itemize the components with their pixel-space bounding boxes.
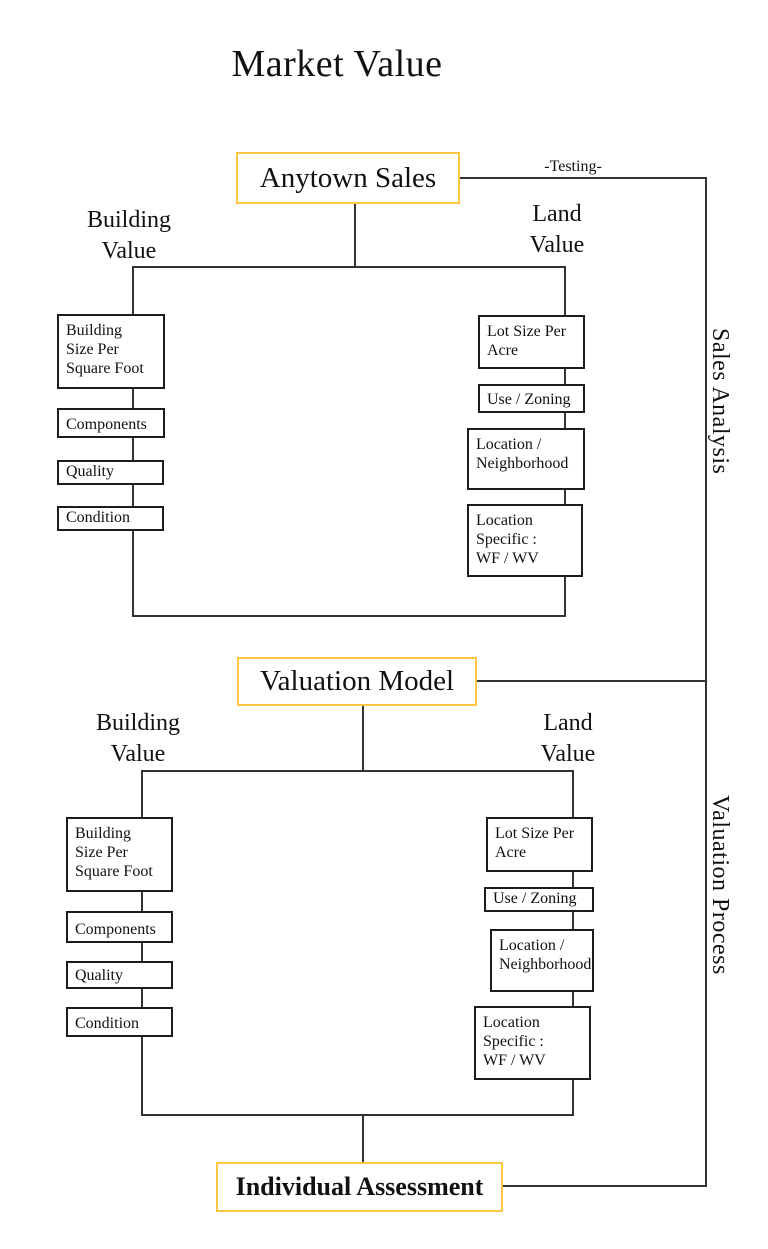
line-anytown-to-right	[457, 177, 707, 179]
line-sec2-right-conn1	[572, 871, 574, 888]
line-sec1-center-vertical	[354, 202, 356, 268]
line-assessment-to-right	[499, 1185, 707, 1187]
sec1-location-specific-box: Location Specific : WF / WV	[467, 504, 583, 577]
individual-assessment-node: Individual Assessment	[216, 1162, 503, 1212]
line-sec1-right-conn1	[564, 368, 566, 386]
page-title: Market Value	[231, 43, 443, 85]
sales-analysis-label: Sales Analysis	[707, 328, 733, 475]
line-sec1-left-conn2	[132, 437, 134, 462]
line-sec1-right-drop	[564, 266, 566, 317]
sec2-building-size-box: Building Size Per Square Foot	[66, 817, 173, 892]
sec2-components-box: Components	[66, 911, 173, 943]
sec2-location-neighborhood-box: Location / Neighborhood	[490, 929, 594, 992]
line-sec2-branch	[141, 770, 574, 772]
line-sec1-right-conn2	[564, 412, 566, 429]
testing-label: -Testing-	[544, 158, 602, 175]
sec2-land-value-label: Land Value	[540, 710, 596, 768]
sec2-quality-box: Quality	[66, 961, 173, 989]
sec2-lot-size-box: Lot Size Per Acre	[486, 817, 593, 872]
sec1-condition-box: Condition	[57, 506, 164, 531]
sec1-building-value-label: Building Value	[86, 207, 171, 265]
line-sec1-right-conn3	[564, 489, 566, 506]
sec2-location-specific-box: Location Specific : WF / WV	[474, 1006, 591, 1080]
sec1-land-value-label: Land Value	[529, 201, 585, 259]
anytown-sales-node: Anytown Sales	[236, 152, 460, 204]
sec1-use-zoning-box: Use / Zoning	[478, 384, 585, 413]
line-valuation-to-right	[473, 680, 705, 682]
line-sec1-right-lower	[564, 576, 566, 617]
line-right-vertical	[705, 177, 707, 1187]
sec2-condition-box: Condition	[66, 1007, 173, 1037]
line-sec2-left-lower	[141, 1036, 143, 1115]
line-sec2-left-conn1	[141, 891, 143, 912]
valuation-model-node: Valuation Model	[237, 657, 477, 706]
sec1-components-box: Components	[57, 408, 165, 438]
line-sec2-right-lower	[572, 1079, 574, 1115]
line-sec2-left-conn3	[141, 988, 143, 1008]
line-sec2-left-conn2	[141, 942, 143, 962]
line-sec2-right-conn3	[572, 991, 574, 1007]
line-sec2-right-drop	[572, 770, 574, 818]
line-sec2-bottom	[141, 1114, 574, 1116]
sec1-quality-box: Quality	[57, 460, 164, 485]
line-sec2-center-vertical	[362, 702, 364, 772]
line-sec1-left-lower	[132, 530, 134, 617]
valuation-process-label: Valuation Process	[707, 795, 733, 975]
line-sec1-left-conn3	[132, 484, 134, 508]
line-sec1-left-drop	[132, 266, 134, 316]
line-sec2-left-drop	[141, 770, 143, 818]
sec2-building-value-label: Building Value	[95, 710, 180, 768]
sec1-lot-size-box: Lot Size Per Acre	[478, 315, 585, 369]
sec1-building-size-box: Building Size Per Square Foot	[57, 314, 165, 389]
sec2-use-zoning-box: Use / Zoning	[484, 887, 594, 912]
line-to-assessment	[362, 1114, 364, 1163]
sec1-location-neighborhood-box: Location / Neighborhood	[467, 428, 585, 490]
line-sec2-right-conn2	[572, 910, 574, 930]
line-sec1-left-conn1	[132, 388, 134, 410]
line-sec1-bottom	[132, 615, 566, 617]
line-sec1-branch	[132, 266, 566, 268]
